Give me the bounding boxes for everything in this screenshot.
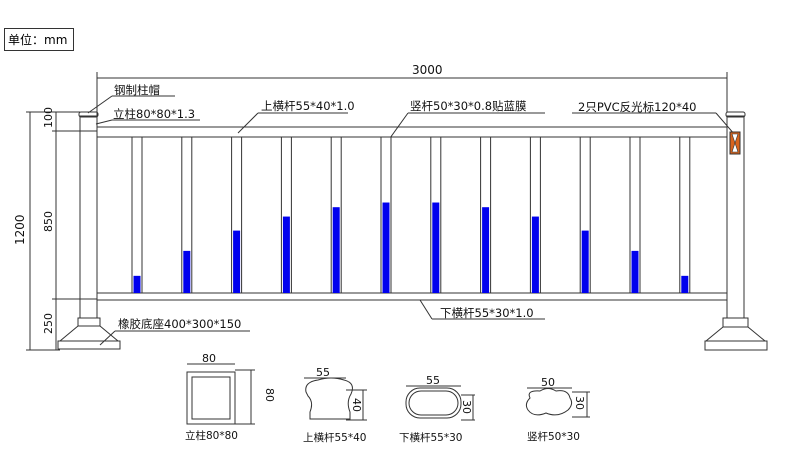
- baluster-blue-film: [282, 216, 290, 293]
- post-section-caption: 立柱80*80: [185, 429, 238, 442]
- baluster-blue-film: [531, 216, 539, 293]
- top-rail-section-height: 40: [350, 398, 363, 412]
- baluster-label: 竖杆50*30*0.8贴蓝膜: [410, 99, 527, 113]
- top-rail-section: [304, 377, 367, 421]
- baluster-blue-film: [133, 275, 141, 293]
- baluster: [679, 136, 691, 294]
- top-rail-section-width: 55: [316, 366, 330, 379]
- post-section: [186, 363, 255, 425]
- baluster-blue-film: [332, 207, 340, 293]
- base-label: 橡胶底座400*300*150: [118, 317, 241, 331]
- middle-segment-dimension: 850: [42, 211, 55, 232]
- post-section-width: 80: [202, 352, 216, 365]
- baluster-blue-film: [382, 202, 390, 293]
- bottom-rail: [96, 292, 728, 301]
- baluster-blue-film: [482, 207, 490, 293]
- unit-label: 单位：mm: [4, 28, 74, 51]
- bottom-rail-section: [405, 385, 475, 421]
- bottom-segment-dimension: 250: [42, 313, 55, 334]
- baluster-blue-film: [233, 230, 241, 293]
- baluster-blue-film: [432, 202, 440, 293]
- baluster-blue-film: [183, 250, 191, 293]
- baluster-section-width: 50: [541, 376, 555, 389]
- top-rail: [96, 126, 728, 138]
- bottom-rail-section-caption: 下横杆55*30: [399, 431, 462, 444]
- baluster-blue-film: [581, 230, 589, 293]
- top-rail-label: 上横杆55*40*1.0: [261, 99, 355, 113]
- reflector-label: 2只PVC反光标120*40: [578, 100, 696, 114]
- bottom-rail-label: 下横杆55*30*1.0: [440, 306, 534, 320]
- height-dimension: 1200: [13, 214, 27, 245]
- baluster-blue-film: [681, 275, 689, 293]
- baluster-section-height: 30: [573, 396, 586, 410]
- length-dimension: 3000: [412, 63, 443, 77]
- left-post: [57, 111, 121, 350]
- baluster-section: [525, 387, 590, 418]
- reflector-icon: [729, 131, 741, 155]
- baluster-section-caption: 竖杆50*30: [527, 430, 580, 443]
- post-cap-label: 钢制柱帽: [114, 83, 160, 97]
- bottom-rail-section-height: 30: [460, 400, 473, 414]
- baluster: [131, 136, 143, 294]
- bottom-rail-section-width: 55: [426, 374, 440, 387]
- post-section-height: 80: [263, 388, 276, 402]
- top-rail-section-caption: 上横杆55*40: [303, 431, 366, 444]
- right-post: [704, 111, 768, 351]
- post-label: 立柱80*80*1.3: [113, 107, 195, 121]
- baluster-blue-film: [631, 250, 639, 293]
- top-segment-dimension: 100: [42, 107, 55, 128]
